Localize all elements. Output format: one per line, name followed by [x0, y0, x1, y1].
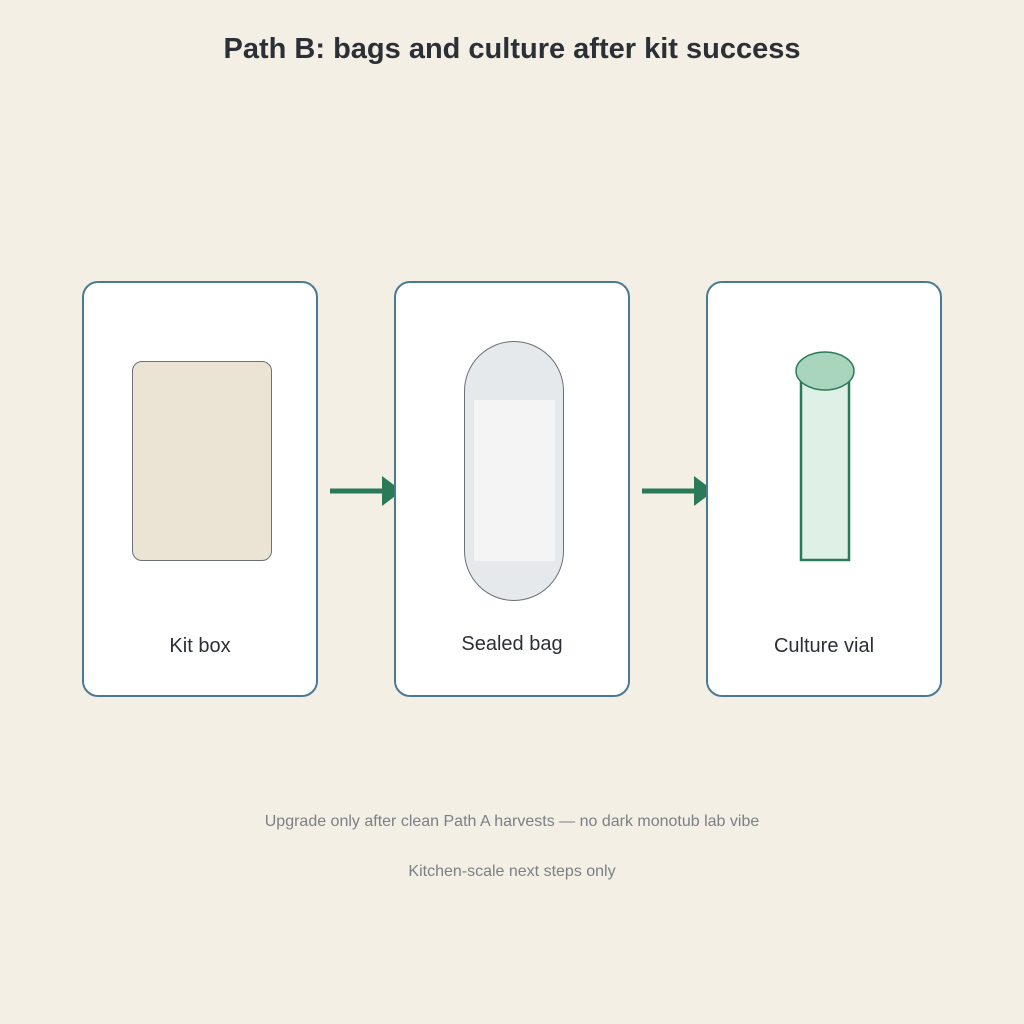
caption-note: Kitchen-scale next steps only [408, 863, 616, 880]
caption-note: Upgrade only after clean Path A harvests… [264, 813, 760, 830]
step-label-kit-box: Kit box [169, 635, 231, 657]
arrow-right-icon [642, 476, 714, 506]
step-card-sealed-bag: Sealed bag [394, 281, 630, 697]
arrow-right-icon [330, 476, 402, 506]
step-label-culture-vial: Culture vial [773, 635, 875, 657]
step-card-culture-vial: Culture vial [706, 281, 942, 697]
step-card-kit-box: Kit box [82, 281, 318, 697]
kit-box-icon [132, 361, 272, 561]
bag-window [474, 400, 555, 561]
culture-vial-icon [795, 351, 855, 562]
step-label-sealed-bag: Sealed bag [461, 633, 563, 655]
sealed-bag-icon [464, 341, 564, 601]
diagram-title: Path B: bags and culture after kit succe… [223, 33, 801, 65]
